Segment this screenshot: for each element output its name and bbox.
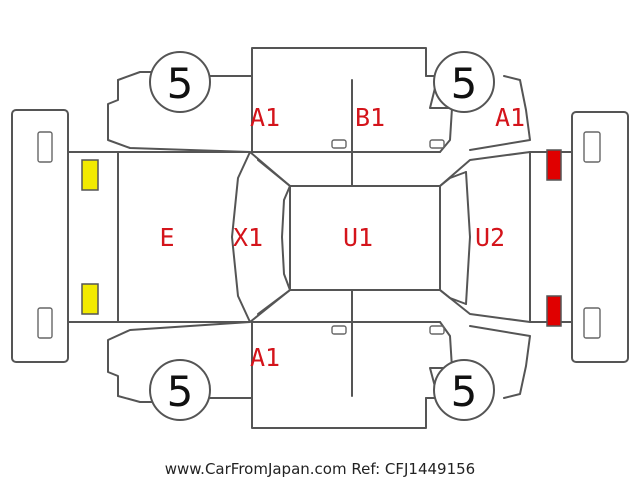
- tire-front-left-grade: 5: [167, 59, 194, 108]
- tire-front-left: 5: [149, 51, 211, 113]
- watermark-text: www.CarFromJapan.com Ref: CFJ1449156: [165, 460, 475, 478]
- rear-bumper: [571, 111, 629, 363]
- code-b1-rear-left-door: B1: [355, 103, 385, 132]
- left-side-panel: [107, 47, 531, 187]
- windshield: [231, 151, 291, 323]
- tire-rear-left-grade: 5: [451, 59, 478, 108]
- front-light-bottom: [81, 283, 99, 315]
- code-u1-roof: U1: [343, 223, 373, 252]
- code-e-hood: E: [159, 223, 174, 252]
- tire-front-right: 5: [149, 359, 211, 421]
- tire-front-right-grade: 5: [167, 367, 194, 416]
- code-x1-windshield: X1: [233, 223, 263, 252]
- code-u2-rear-window: U2: [475, 223, 505, 252]
- code-a1-rear-left-quarter: A1: [495, 103, 525, 132]
- tire-rear-right: 5: [433, 359, 495, 421]
- code-a1-front-left-door: A1: [250, 103, 280, 132]
- right-side-panel: [107, 289, 531, 429]
- rear-light-bottom: [546, 295, 562, 327]
- tire-rear-left: 5: [433, 51, 495, 113]
- rear-light-top: [546, 149, 562, 181]
- tire-rear-right-grade: 5: [451, 367, 478, 416]
- front-bumper: [11, 109, 69, 363]
- code-a1-front-right-door: A1: [250, 343, 280, 372]
- front-light-top: [81, 159, 99, 191]
